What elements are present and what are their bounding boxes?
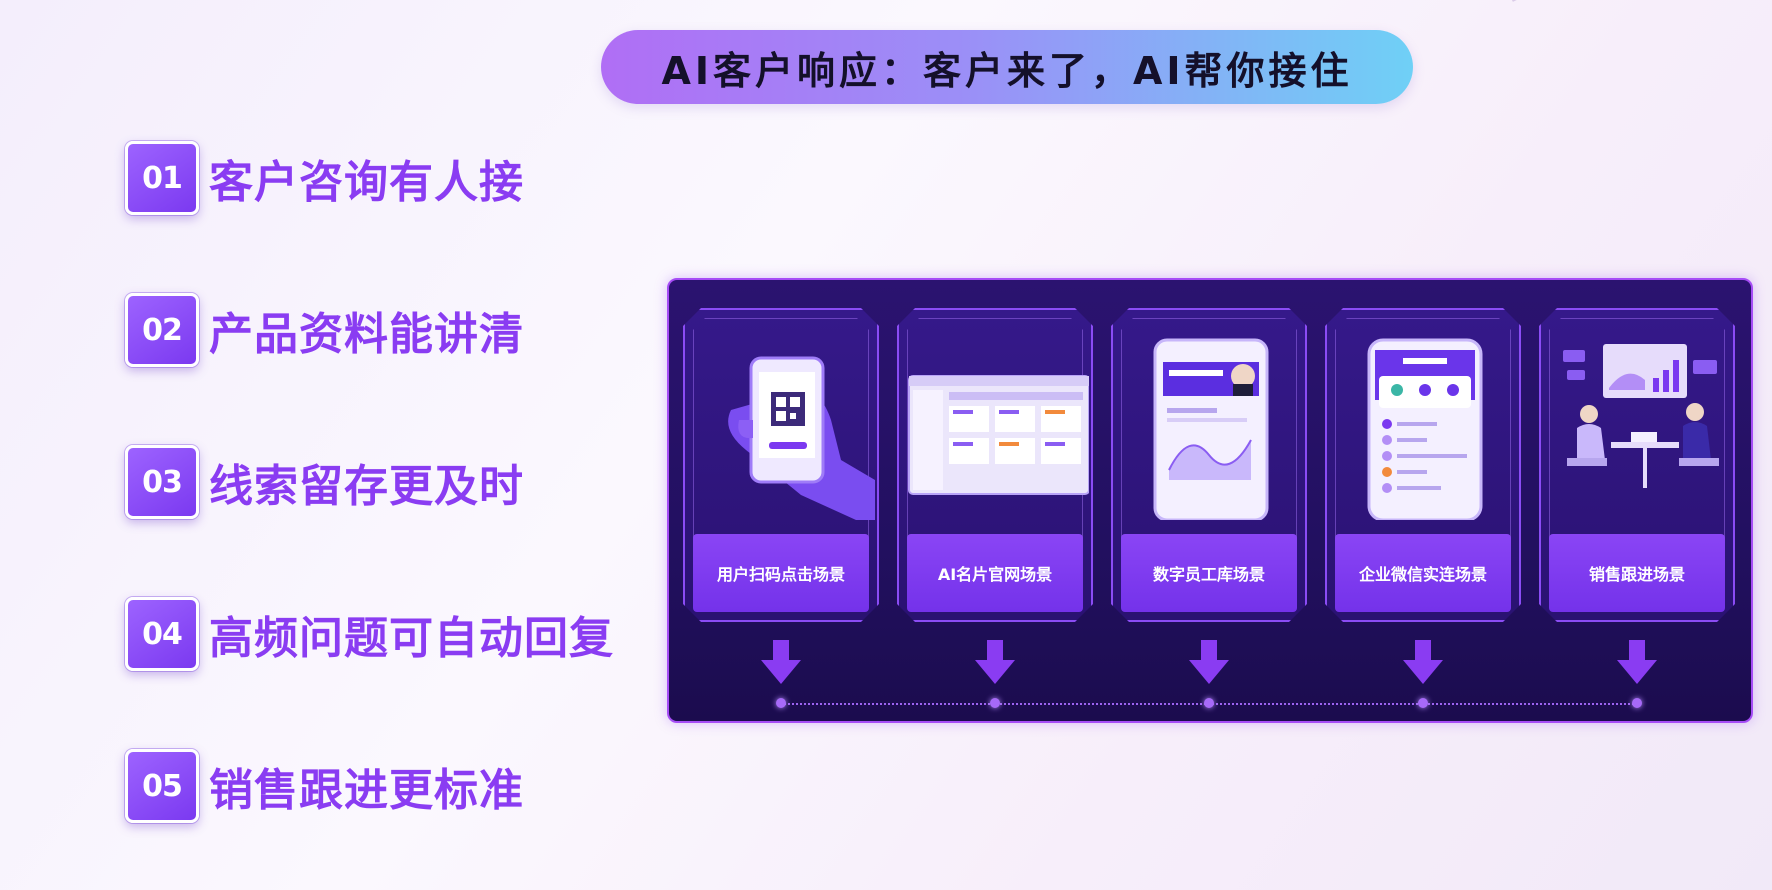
number-badge: 01 bbox=[125, 141, 199, 215]
number-label: 05 bbox=[142, 768, 183, 804]
number-label: 02 bbox=[142, 312, 183, 348]
scene-label: 企业微信实连场景 bbox=[1335, 534, 1511, 612]
timeline-dot bbox=[1204, 698, 1214, 708]
scene-label: 销售跟进场景 bbox=[1549, 534, 1725, 612]
number-label: 03 bbox=[142, 464, 183, 500]
benefit-text: 客户咨询有人接 bbox=[209, 157, 524, 208]
number-badge: 04 bbox=[125, 597, 199, 671]
benefit-item-04: 04 高频问题可自动回复 bbox=[125, 596, 614, 672]
scene-card-digital-employee[interactable]: 数字员工库场景 bbox=[1111, 308, 1307, 622]
page-title: AI客户响应：客户来了，AI帮你接住 bbox=[661, 48, 1353, 93]
scene-label: 用户扫码点击场景 bbox=[693, 534, 869, 612]
decorative-line bbox=[1512, 0, 1568, 2]
wechat-work-phone-icon bbox=[1333, 320, 1517, 520]
number-label: 01 bbox=[142, 160, 183, 196]
benefit-text: 销售跟进更标准 bbox=[209, 765, 524, 816]
number-badge: 02 bbox=[125, 293, 199, 367]
timeline-dot bbox=[1632, 698, 1642, 708]
number-label: 04 bbox=[142, 616, 183, 652]
digital-employee-phone-icon bbox=[1119, 320, 1303, 520]
timeline-dot bbox=[1418, 698, 1428, 708]
arrow-down-icon bbox=[975, 640, 1015, 684]
benefit-item-03: 03 线索留存更及时 bbox=[125, 444, 524, 520]
sales-meeting-icon bbox=[1547, 320, 1731, 520]
timeline-dot bbox=[776, 698, 786, 708]
arrow-down-icon bbox=[761, 640, 801, 684]
scene-card-wechat-work[interactable]: 企业微信实连场景 bbox=[1325, 308, 1521, 622]
timeline-dot bbox=[990, 698, 1000, 708]
scene-card-scan[interactable]: 用户扫码点击场景 bbox=[683, 308, 879, 622]
scene-card-website[interactable]: AI名片官网场景 bbox=[897, 308, 1093, 622]
title-banner: AI客户响应：客户来了，AI帮你接住 bbox=[601, 30, 1413, 104]
arrow-down-icon bbox=[1403, 640, 1443, 684]
arrow-down-icon bbox=[1189, 640, 1229, 684]
arrow-down-icon bbox=[1617, 640, 1657, 684]
web-dashboard-icon bbox=[905, 320, 1089, 520]
qr-phone-hand-icon bbox=[691, 320, 875, 520]
benefit-item-01: 01 客户咨询有人接 bbox=[125, 140, 524, 216]
scene-label: AI名片官网场景 bbox=[907, 534, 1083, 612]
number-badge: 05 bbox=[125, 749, 199, 823]
benefit-text: 线索留存更及时 bbox=[209, 461, 524, 512]
number-badge: 03 bbox=[125, 445, 199, 519]
benefit-text: 产品资料能讲清 bbox=[209, 309, 524, 360]
scene-card-sales-followup[interactable]: 销售跟进场景 bbox=[1539, 308, 1735, 622]
benefit-item-02: 02 产品资料能讲清 bbox=[125, 292, 524, 368]
benefit-text: 高频问题可自动回复 bbox=[209, 613, 614, 664]
benefit-item-05: 05 销售跟进更标准 bbox=[125, 748, 524, 824]
scene-label: 数字员工库场景 bbox=[1121, 534, 1297, 612]
scenes-panel: 用户扫码点击场景 AI名片官网场景 bbox=[667, 278, 1753, 723]
